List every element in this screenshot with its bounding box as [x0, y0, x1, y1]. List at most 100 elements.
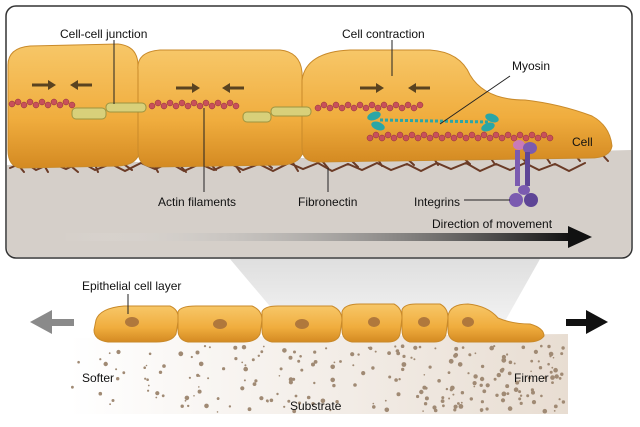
substrate-dot — [187, 404, 190, 408]
substrate-dot — [448, 397, 451, 400]
substrate — [70, 334, 568, 414]
substrate-dot — [551, 381, 554, 384]
substrate-dot — [542, 408, 548, 414]
substrate-dot — [260, 350, 264, 354]
substrate-dot — [433, 408, 438, 413]
substrate-dot — [457, 402, 460, 405]
substrate-dot — [198, 361, 204, 367]
substrate-dot — [448, 358, 454, 364]
substrate-dot — [434, 347, 437, 350]
substrate-dot — [537, 360, 540, 363]
label-direction-of-movement: Direction of movement — [432, 217, 553, 231]
substrate-dot — [269, 398, 274, 403]
substrate-dot — [292, 409, 297, 414]
label-substrate: Substrate — [290, 399, 342, 413]
substrate-dot — [442, 404, 445, 408]
substrate-dot — [115, 368, 118, 371]
substrate-dot — [453, 408, 457, 412]
direction-arrow — [60, 226, 592, 248]
substrate-dot — [313, 381, 316, 385]
substrate-dot — [241, 345, 247, 350]
substrate-dot — [103, 361, 108, 367]
substrate-dot — [198, 386, 200, 388]
substrate-dot — [243, 379, 246, 382]
substrate-dot — [203, 345, 207, 348]
substrate-dot — [109, 403, 111, 406]
substrate-dot — [147, 384, 150, 387]
substrate-dot — [479, 408, 484, 412]
substrate-dot — [396, 392, 401, 397]
substrate-dot — [196, 373, 200, 377]
substrate-dot — [513, 387, 519, 393]
substrate-dot — [401, 362, 407, 367]
substrate-dot — [480, 400, 484, 404]
substrate-dot — [554, 374, 559, 379]
substrate-dot — [162, 364, 166, 368]
substrate-dot — [518, 397, 522, 401]
substrate-dot — [143, 366, 146, 370]
substrate-dot — [440, 399, 445, 403]
substrate-dot — [501, 354, 506, 360]
substrate-dot — [416, 394, 420, 399]
substrate-dot — [372, 405, 376, 409]
substrate-dot — [99, 358, 102, 361]
substrate-dot — [394, 378, 398, 382]
substrate-dot — [325, 347, 328, 350]
substrate-dot — [549, 355, 552, 358]
substrate-dot — [422, 385, 427, 390]
substrate-dots — [71, 344, 566, 414]
substrate-band — [7, 150, 631, 257]
substrate-dot — [530, 359, 534, 363]
substrate-dot — [550, 375, 555, 380]
substrate-dot — [413, 358, 416, 361]
substrate-dot — [445, 387, 449, 391]
substrate-dot — [506, 353, 509, 356]
substrate-dot — [330, 364, 336, 370]
substrate-dot — [560, 352, 564, 356]
substrate-dot — [297, 401, 302, 405]
substrate-dot — [161, 394, 165, 398]
substrate-dot — [197, 389, 202, 394]
substrate-dot — [394, 345, 397, 348]
substrate-dot — [184, 395, 190, 401]
substrate-dot — [454, 346, 459, 351]
substrate-dot — [449, 388, 453, 392]
substrate-dot — [147, 389, 150, 392]
substrate-dot — [313, 360, 318, 364]
substrate-dot — [247, 407, 252, 412]
substrate-dot — [507, 406, 513, 411]
substrate-dot — [313, 350, 317, 354]
substrate-dot — [552, 356, 555, 359]
myosin-filament — [367, 111, 499, 132]
substrate-dot — [190, 355, 193, 359]
substrate-dot — [410, 356, 413, 359]
substrate-dot — [558, 398, 561, 401]
substrate-dot — [251, 358, 255, 362]
substrate-dot — [473, 374, 478, 379]
substrate-dot — [204, 403, 209, 409]
substrate-dot — [148, 352, 152, 356]
substrate-dot — [262, 345, 265, 348]
substrate-dot — [540, 344, 543, 348]
substrate-dot — [306, 395, 311, 400]
arrow-left-3 — [408, 83, 430, 93]
substrate-dot — [543, 376, 547, 380]
substrate-dot — [423, 402, 428, 406]
substrate-dot — [441, 396, 445, 400]
substrate-dot — [458, 404, 464, 409]
substrate-dot — [259, 396, 264, 401]
substrate-dot — [485, 407, 489, 411]
substrate-dot — [413, 345, 418, 350]
substrate-dot — [279, 367, 283, 371]
substrate-dot — [400, 344, 405, 349]
substrate-dot — [453, 404, 458, 409]
substrate-dot — [188, 376, 191, 379]
substrate-dot — [320, 398, 326, 404]
substrate-dot — [460, 401, 463, 404]
substrate-dot — [531, 390, 535, 395]
substrate-dot — [332, 383, 336, 388]
substrate-dot — [437, 379, 441, 383]
substrate-dot — [311, 402, 315, 406]
substrate-dot — [353, 383, 357, 387]
substrate-dot — [505, 384, 510, 389]
